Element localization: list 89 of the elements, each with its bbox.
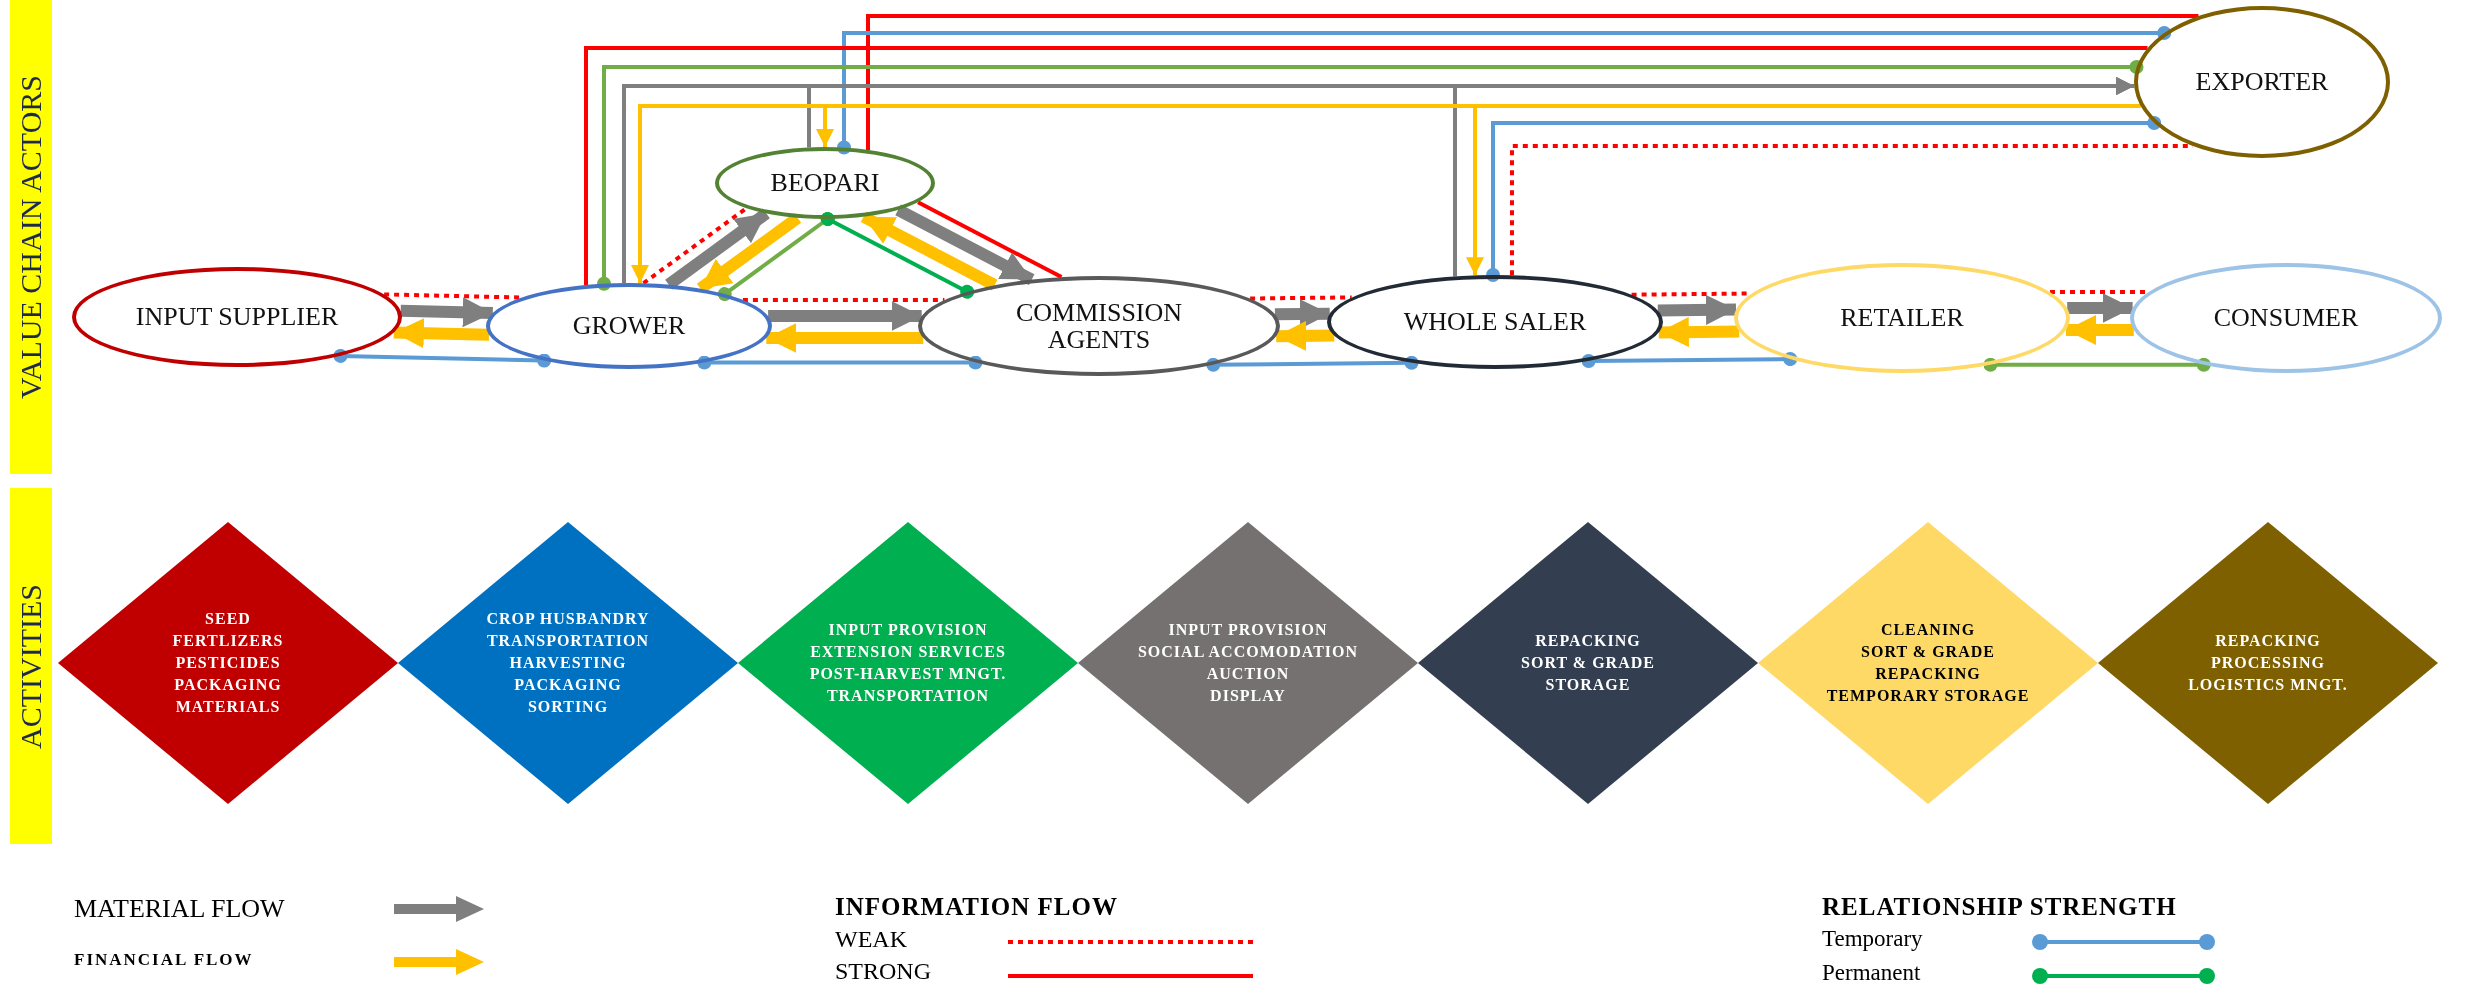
dot-ended-line <box>820 212 975 299</box>
legend-text: WEAK <box>835 926 907 953</box>
actor-name: CONSUMER <box>2213 304 2359 332</box>
activity-text: PROCESSING <box>2211 653 2325 673</box>
activity-diamond <box>1758 522 2098 804</box>
legend-text: MATERIAL FLOW <box>74 894 285 924</box>
activity-text: REPACKING <box>2215 631 2321 651</box>
activity-text: EXTENSION SERVICES <box>810 642 1006 662</box>
line <box>917 200 1063 279</box>
arrow <box>766 323 924 353</box>
activity-text: REPACKING <box>1535 631 1641 651</box>
arrow <box>1453 77 2135 277</box>
dot-ended-line <box>697 355 983 370</box>
arrow <box>2067 293 2133 323</box>
activity-text: SEED <box>205 609 251 629</box>
dot-ended-line <box>1581 352 1798 368</box>
legend-text: STRONG <box>835 958 931 985</box>
arrow <box>1658 317 1740 348</box>
activity-text: HARVESTING <box>509 653 627 673</box>
band-title: ACTIVITIES <box>14 583 48 749</box>
dotted-line <box>1250 295 1352 301</box>
activity-text: MATERIALS <box>175 697 281 717</box>
arrow <box>400 297 493 328</box>
actor-ellipse <box>486 283 772 369</box>
activity-text: INPUT PROVISION <box>1168 620 1328 640</box>
dot-ended-line <box>1983 357 2211 372</box>
dotted-line <box>384 292 522 300</box>
activity-text: CLEANING <box>1880 620 1976 640</box>
activity-text: REPACKING <box>1875 664 1981 684</box>
actor-ellipse <box>2134 6 2390 158</box>
actor-name: COMMISSION AGENTS <box>1014 298 1184 354</box>
activity-text: TRANSPORTATION <box>486 631 650 651</box>
arrow <box>2066 315 2134 345</box>
arrow <box>1466 104 2141 276</box>
activity-text: FERTLIZERS <box>172 631 284 651</box>
actor-name: GROWER <box>572 312 686 340</box>
activity-text: PESTICIDES <box>175 653 281 673</box>
actor-name: INPUT SUPPLIER <box>135 303 339 331</box>
activity-diamond <box>1418 522 1758 804</box>
activity-text: SORTING <box>527 697 609 717</box>
arrow <box>1276 320 1335 351</box>
arrow <box>768 301 922 331</box>
actor-ellipse <box>1734 263 2070 373</box>
dot-ended-line <box>837 26 2172 155</box>
activity-text: TRANSPORTATION <box>826 686 990 706</box>
legend-heading: INFORMATION FLOW <box>835 893 1118 921</box>
activity-text: CROP HUSBANDRY <box>486 609 650 629</box>
actor-name: BEOPARI <box>770 169 880 197</box>
activity-text: INPUT PROVISION <box>828 620 988 640</box>
legend-text: Temporary <box>1822 926 1923 952</box>
legend-text: FINANCIAL FLOW <box>74 950 254 970</box>
line <box>866 14 2199 150</box>
arrow <box>1657 294 1737 325</box>
legend-text: Permanent <box>1822 960 1921 986</box>
activity-text: PACKAGING <box>174 675 282 695</box>
actor-ellipse <box>715 147 935 219</box>
actor-ellipse <box>918 276 1280 376</box>
actor-ellipse <box>72 267 402 367</box>
activity-text: SORT & GRADE <box>1861 642 1995 662</box>
activity-text: PACKAGING <box>514 675 622 695</box>
dot-ended-line <box>1206 355 1419 372</box>
activity-text: SORT & GRADE <box>1521 653 1655 673</box>
actor-ellipse <box>1327 275 1663 369</box>
activity-diamond <box>1078 522 1418 804</box>
dotted-line <box>642 206 748 285</box>
dot-ended-line <box>1486 116 2162 282</box>
activity-text: LOGISTICS MNGT. <box>2188 675 2348 695</box>
side-band <box>10 488 52 844</box>
activity-diamond <box>398 522 738 804</box>
activity-text: STORAGE <box>1545 675 1631 695</box>
activity-text: AUCTION <box>1206 664 1290 684</box>
activity-text: POST-HARVEST MNGT. <box>809 664 1007 684</box>
arrow <box>1274 298 1330 329</box>
activity-diamond <box>58 522 398 804</box>
dotted-line <box>742 298 945 302</box>
activity-diamond <box>738 522 1078 804</box>
arrow <box>393 318 490 349</box>
actor-ellipse <box>2130 263 2442 373</box>
actor-name: EXPORTER <box>2195 68 2329 96</box>
band-title: VALUE CHAIN ACTORS <box>14 75 48 399</box>
activity-text: SOCIAL ACCOMODATION <box>1137 642 1359 662</box>
actor-name: RETAILER <box>1840 304 1964 332</box>
activity-text: DISPLAY <box>1210 686 1286 706</box>
dot-ended-line <box>333 348 552 368</box>
activity-diamond <box>2098 522 2438 804</box>
side-band <box>10 0 52 474</box>
activity-text: TEMPORARY STORAGE <box>1826 686 2030 706</box>
legend-heading: RELATIONSHIP STRENGTH <box>1822 893 2177 921</box>
actor-name: WHOLE SALER <box>1403 308 1587 336</box>
